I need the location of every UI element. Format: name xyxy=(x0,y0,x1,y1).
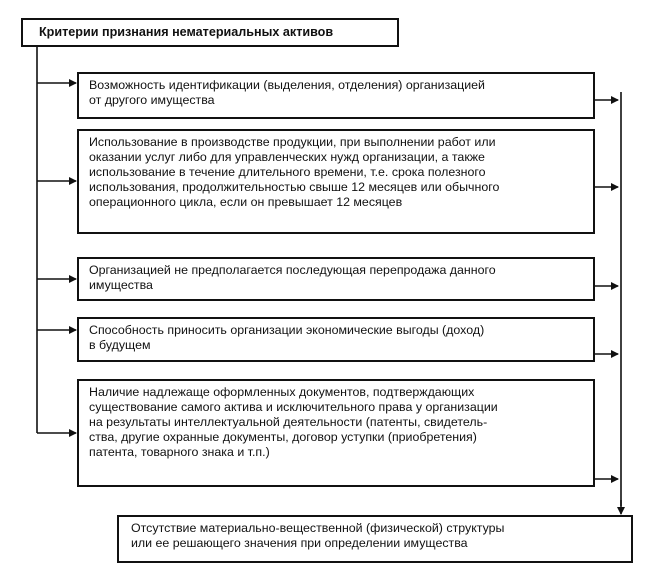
criterion-3-line-1: Организацией не предполагается последующ… xyxy=(89,263,496,277)
criterion-3-line-2: имущества xyxy=(89,278,153,292)
title-text: Критерии признания нематериальных активо… xyxy=(39,25,334,39)
final-line-2: или ее решающего значения при определени… xyxy=(131,536,468,550)
criterion-4-line-2: в будущем xyxy=(89,338,151,352)
criterion-box-4: Способность приносить организации эконом… xyxy=(77,317,595,362)
criterion-box-3: Организацией не предполагается последующ… xyxy=(77,257,595,301)
criterion-box-5: Наличие надлежаще оформленных документов… xyxy=(77,379,595,487)
criterion-2-line-4: использования, продолжительностью свыше … xyxy=(89,180,500,194)
criterion-2-line-1: Использование в производстве продукции, … xyxy=(89,135,496,149)
final-criterion-box: Отсутствие материально-вещественной (физ… xyxy=(117,515,633,563)
criterion-2-line-2: оказании услуг либо для управленческих н… xyxy=(89,150,485,164)
criterion-5-line-1: Наличие надлежаще оформленных документов… xyxy=(89,385,475,399)
criterion-2-line-3: использование в течение длительного врем… xyxy=(89,165,486,179)
criterion-5-line-3: на результаты интеллектуальной деятельно… xyxy=(89,415,488,429)
diagram-title: Критерии признания нематериальных активо… xyxy=(21,18,399,47)
criterion-4-line-1: Способность приносить организации эконом… xyxy=(89,323,485,337)
criterion-5-line-5: патента, товарного знака и т.п.) xyxy=(89,445,270,459)
final-line-1: Отсутствие материально-вещественной (физ… xyxy=(131,521,505,535)
criterion-1-line-1: Возможность идентификации (выделения, от… xyxy=(89,78,485,92)
criterion-2-line-5: операционного цикла, если он превышает 1… xyxy=(89,195,403,209)
criterion-box-2: Использование в производстве продукции, … xyxy=(77,129,595,234)
criterion-box-1: Возможность идентификации (выделения, от… xyxy=(77,72,595,119)
criterion-1-line-2: от другого имущества xyxy=(89,93,215,107)
criterion-5-line-4: ства, другие охранные документы, договор… xyxy=(89,430,477,444)
criterion-5-line-2: существование самого актива и исключител… xyxy=(89,400,498,414)
